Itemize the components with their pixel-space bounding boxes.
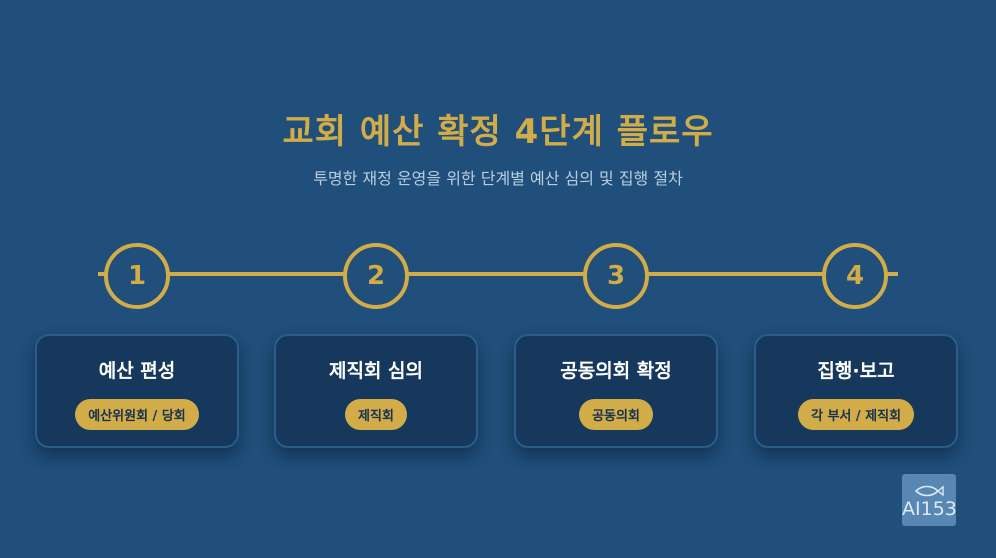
step-2-circle: 2 xyxy=(343,243,409,309)
step-1-badge: 예산위원회 / 당회 xyxy=(75,399,199,430)
step-4-badge: 각 부서 / 제직회 xyxy=(797,399,915,430)
step-1-card: 예산 편성 예산위원회 / 당회 xyxy=(35,334,239,448)
step-2-badge: 제직회 xyxy=(345,399,407,430)
logo: AI153 xyxy=(902,474,957,526)
step-4-circle: 4 xyxy=(822,243,888,309)
step-3-title: 공동의회 확정 xyxy=(560,360,672,382)
step-4-card: 집행·보고 각 부서 / 제직회 xyxy=(754,334,958,448)
step-1-circle: 1 xyxy=(104,243,170,309)
step-2-card: 제직회 심의 제직회 xyxy=(274,334,478,448)
step-2-number: 2 xyxy=(366,261,386,291)
step-3-circle: 3 xyxy=(583,243,649,309)
step-4-title: 집행·보고 xyxy=(817,360,895,382)
logo-text: AI153 xyxy=(902,498,957,520)
page-subtitle: 투명한 재정 운영을 위한 단계별 예산 심의 및 집행 절차 xyxy=(313,169,683,188)
timeline: 1 2 3 4 xyxy=(0,240,996,310)
step-3-card: 공동의회 확정 공동의회 xyxy=(514,334,718,448)
step-2-title: 제직회 심의 xyxy=(328,360,423,382)
step-1-title: 예산 편성 xyxy=(98,360,176,382)
step-1-number: 1 xyxy=(127,261,147,291)
step-4-number: 4 xyxy=(845,261,865,291)
page-title: 교회 예산 확정 4단계 플로우 xyxy=(282,112,714,152)
step-3-number: 3 xyxy=(606,261,626,291)
step-3-badge: 공동의회 xyxy=(579,399,653,430)
timeline-connector-line xyxy=(98,272,898,276)
header: 교회 예산 확정 4단계 플로우 투명한 재정 운영을 위한 단계별 예산 심의… xyxy=(0,104,996,189)
fish-icon xyxy=(914,485,944,497)
